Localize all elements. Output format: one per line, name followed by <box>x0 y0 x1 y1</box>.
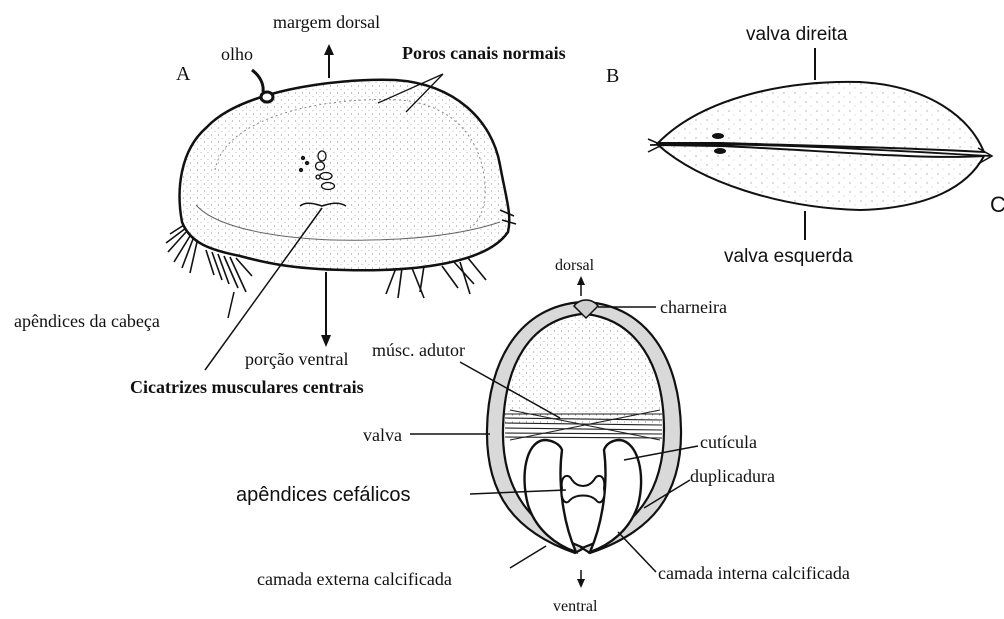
apendices-cabeca-label: apêndices da cabeça <box>14 311 160 331</box>
eye-spot-lower <box>714 148 726 154</box>
cuticula-label: cutícula <box>700 432 757 452</box>
camada-externa-pointer <box>510 546 546 568</box>
dorsal-arrow-head <box>324 44 334 55</box>
panel-b-letter: B <box>606 65 619 87</box>
carapace-dorsal-upper-valve <box>658 82 984 152</box>
eye-spot-upper <box>712 133 724 139</box>
margem-dorsal-label: margem dorsal <box>273 12 380 32</box>
cicatrizes-label: Cicatrizes musculares centrais <box>130 377 364 397</box>
panel-c-letter-fragment: C <box>990 192 1004 217</box>
valva-direita-label: valva direita <box>746 24 848 45</box>
poros-label: Poros canais normais <box>402 43 566 63</box>
valva-esquerda-label: valva esquerda <box>724 246 853 267</box>
apendices-cefalicos-label: apêndices cefálicos <box>236 484 411 506</box>
ventral-arrow-head <box>321 335 331 347</box>
olho-pointer <box>252 70 263 92</box>
panel-a: A ma <box>14 12 566 397</box>
panel-c: dorsal ventral charneira músc. adutor va… <box>236 257 850 615</box>
porcao-ventral-label: porção ventral <box>245 349 348 369</box>
duplicadura-label: duplicadura <box>690 466 775 486</box>
carapace-dorsal-lower-valve <box>658 145 984 210</box>
dorsal-arrow-head <box>577 276 585 285</box>
camada-externa-label: camada externa calcificada <box>257 569 452 589</box>
olho-label: olho <box>221 44 253 64</box>
panel-a-letter: A <box>176 63 191 85</box>
cephalic-appendages <box>562 476 605 503</box>
valva-label: valva <box>363 425 402 445</box>
panel-b: B valva direita valva esquerda C <box>606 24 1004 267</box>
musc-adutor-label: músc. adutor <box>372 340 465 360</box>
carapace-lateral-outline <box>180 80 510 270</box>
dorsal-label: dorsal <box>555 257 595 274</box>
apendices-cabeca-pointer <box>228 292 234 318</box>
ventral-arrow-c-head <box>577 579 585 588</box>
camada-interna-pointer <box>618 532 656 572</box>
charneira-label: charneira <box>660 297 727 317</box>
ventral-label: ventral <box>553 598 598 615</box>
eye-icon <box>261 92 273 102</box>
camada-interna-label: camada interna calcificada <box>658 563 850 583</box>
